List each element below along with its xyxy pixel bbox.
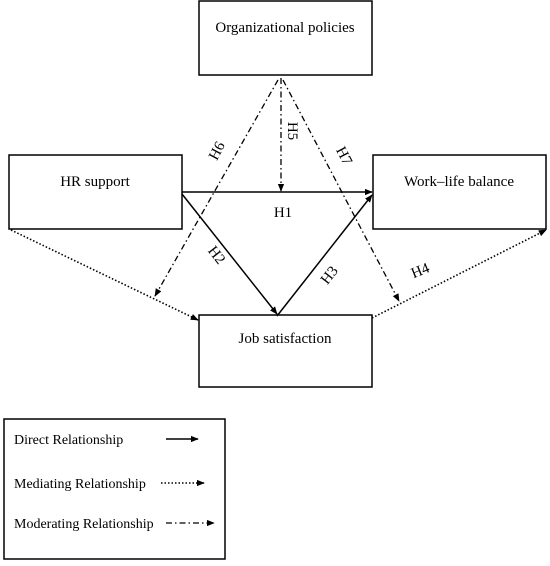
edge-mediating-hr-to-js	[10, 229, 199, 321]
node-hr-support: HR support	[8, 154, 183, 230]
node-label-hr-support: HR support	[60, 174, 130, 190]
hypothesis-label-h4: H4	[409, 260, 432, 282]
hypothesis-label-h3: H3	[318, 263, 342, 287]
node-label-work-life-balance: Work–life balance	[404, 174, 514, 190]
edge-h2-direct	[181, 193, 278, 315]
edge-h7-moderating	[282, 79, 400, 302]
hypothesis-label-h6: H6	[206, 139, 229, 163]
node-label-organizational-policies: Organizational policies	[215, 20, 354, 36]
edge-h6-moderating	[154, 79, 279, 297]
hypothesis-label-h1: H1	[274, 205, 292, 221]
edge-h3-direct	[276, 194, 373, 317]
node-work-life-balance: Work–life balance	[372, 154, 547, 230]
hypothesis-label-h7: H7	[332, 144, 355, 168]
legend: Direct Relationship Mediating Relationsh…	[3, 418, 226, 560]
edge-h4-mediating	[371, 229, 547, 319]
node-job-satisfaction: Job satisfaction	[198, 314, 373, 388]
node-label-job-satisfaction: Job satisfaction	[239, 331, 332, 347]
legend-label-direct: Direct Relationship	[14, 433, 123, 448]
legend-label-mediating: Mediating Relationship	[14, 477, 146, 492]
node-organizational-policies: Organizational policies	[198, 0, 373, 76]
legend-label-moderating: Moderating Relationship	[14, 517, 154, 532]
hypothesis-label-h5: H5	[284, 122, 300, 140]
